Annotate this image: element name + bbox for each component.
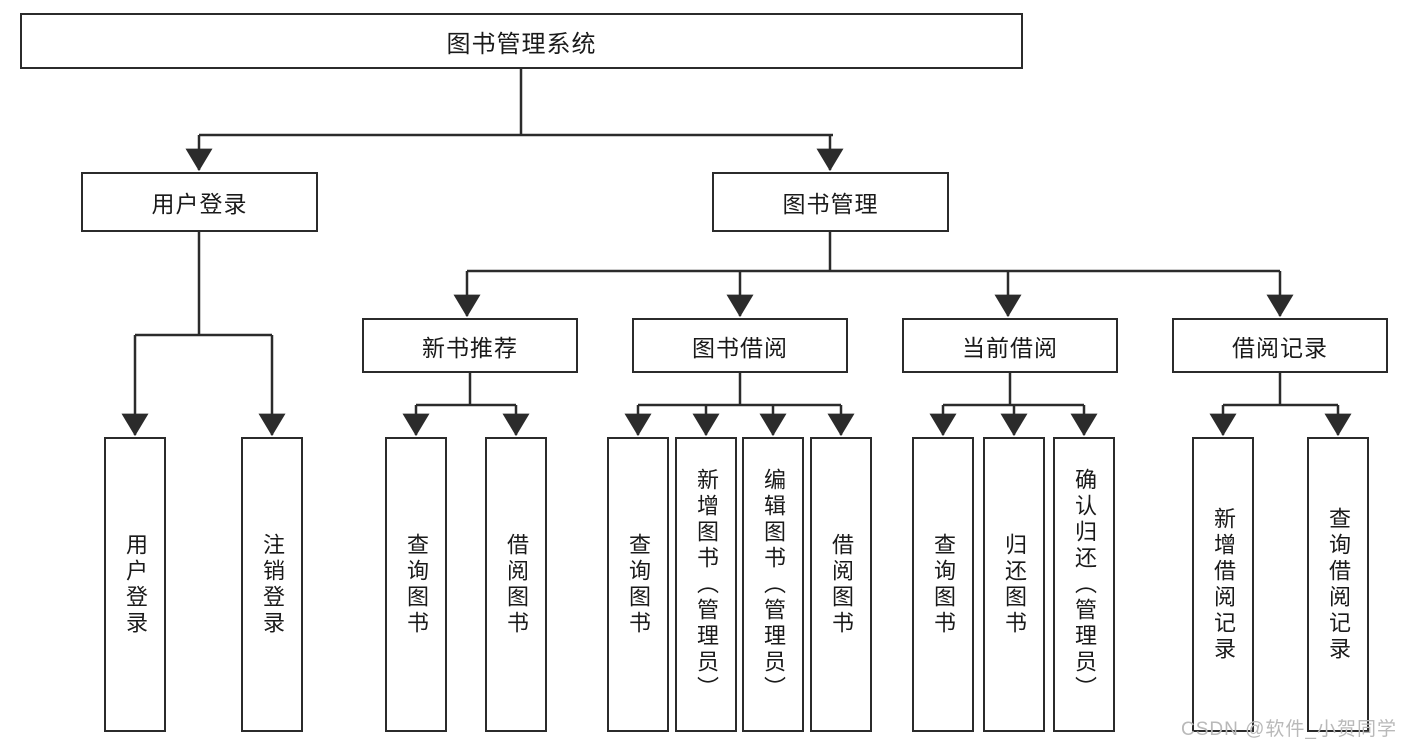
node-book-manage-label: 图书管理 xyxy=(782,191,879,217)
node-leaf-borrow-book-rec[interactable]: 借阅图书 xyxy=(485,437,547,732)
node-leaf-query-borrow-record[interactable]: 查询借阅记录 xyxy=(1307,437,1369,732)
node-book-borrow[interactable]: 图书借阅 xyxy=(632,318,848,373)
node-leaf-add-book-admin-label: 新增图书（管理员） xyxy=(694,467,719,702)
node-leaf-user-login-label: 用户登录 xyxy=(123,532,148,637)
node-borrow-record-label: 借阅记录 xyxy=(1232,334,1328,361)
node-borrow-record[interactable]: 借阅记录 xyxy=(1172,318,1388,373)
node-current-borrow[interactable]: 当前借阅 xyxy=(902,318,1118,373)
node-new-book-recommend-label: 新书推荐 xyxy=(422,334,518,361)
node-new-book-recommend[interactable]: 新书推荐 xyxy=(362,318,578,373)
node-root[interactable]: 图书管理系统 xyxy=(20,13,1023,69)
node-user-login-label: 用户登录 xyxy=(151,191,248,217)
node-leaf-return-book[interactable]: 归还图书 xyxy=(983,437,1045,732)
node-book-manage[interactable]: 图书管理 xyxy=(712,172,949,232)
node-leaf-return-book-label: 归还图书 xyxy=(1002,532,1027,637)
node-leaf-confirm-return-admin[interactable]: 确认归还（管理员） xyxy=(1053,437,1115,732)
node-leaf-query-book-borrow-label: 查询图书 xyxy=(626,532,651,637)
node-leaf-edit-book-admin-label: 编辑图书（管理员） xyxy=(761,467,786,702)
node-root-label: 图书管理系统 xyxy=(446,30,597,58)
node-leaf-add-book-admin[interactable]: 新增图书（管理员） xyxy=(675,437,737,732)
node-book-borrow-label: 图书借阅 xyxy=(692,334,788,361)
node-leaf-add-borrow-record-label: 新增借阅记录 xyxy=(1211,506,1236,663)
node-leaf-borrow-book-label: 借阅图书 xyxy=(829,532,854,637)
node-leaf-logout-login-label: 注销登录 xyxy=(260,532,285,637)
node-leaf-logout-login[interactable]: 注销登录 xyxy=(241,437,303,732)
node-leaf-edit-book-admin[interactable]: 编辑图书（管理员） xyxy=(742,437,804,732)
node-leaf-borrow-book[interactable]: 借阅图书 xyxy=(810,437,872,732)
node-leaf-query-book-borrow[interactable]: 查询图书 xyxy=(607,437,669,732)
node-leaf-borrow-book-rec-label: 借阅图书 xyxy=(504,532,529,637)
node-leaf-confirm-return-admin-label: 确认归还（管理员） xyxy=(1072,467,1097,702)
node-current-borrow-label: 当前借阅 xyxy=(962,334,1058,361)
node-leaf-query-book-current[interactable]: 查询图书 xyxy=(912,437,974,732)
node-leaf-add-borrow-record[interactable]: 新增借阅记录 xyxy=(1192,437,1254,732)
node-leaf-query-book-current-label: 查询图书 xyxy=(931,532,956,637)
node-leaf-query-book-rec[interactable]: 查询图书 xyxy=(385,437,447,732)
node-leaf-user-login[interactable]: 用户登录 xyxy=(104,437,166,732)
node-user-login[interactable]: 用户登录 xyxy=(81,172,318,232)
node-leaf-query-book-rec-label: 查询图书 xyxy=(404,532,429,637)
node-leaf-query-borrow-record-label: 查询借阅记录 xyxy=(1326,506,1351,663)
